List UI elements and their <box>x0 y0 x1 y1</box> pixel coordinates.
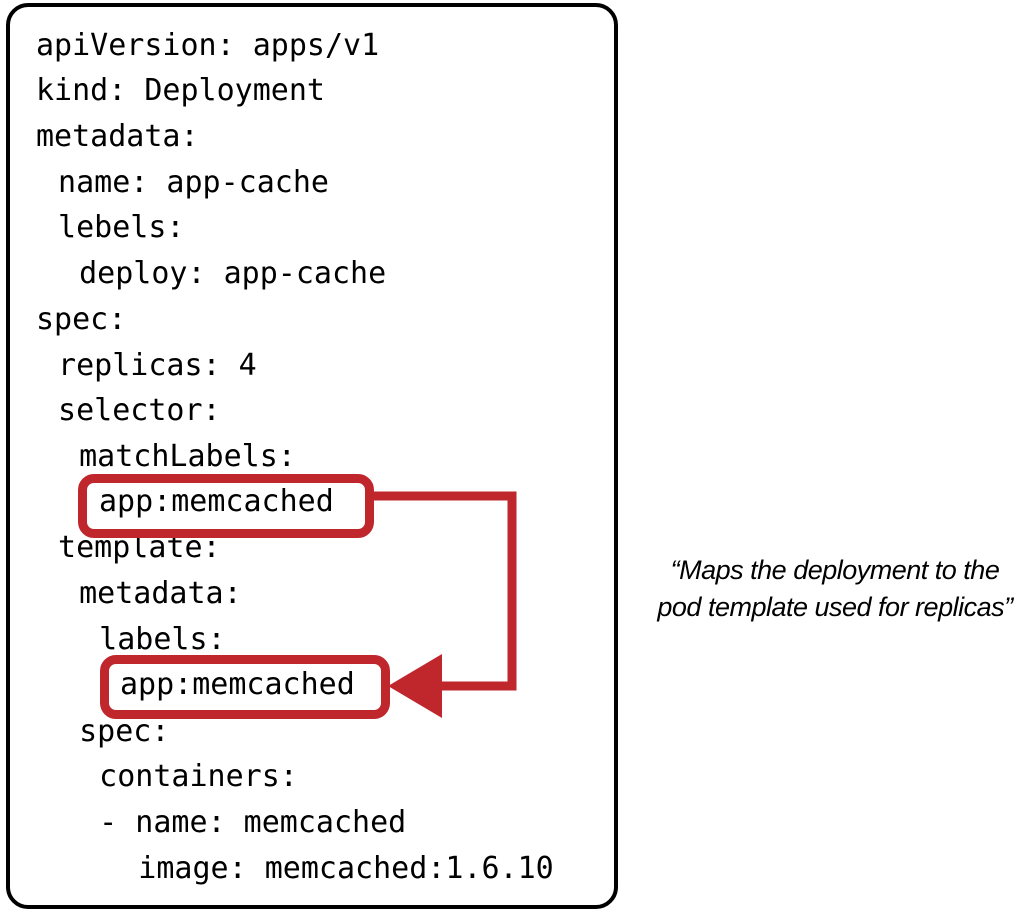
code-line-template-spec: spec: <box>43 714 170 749</box>
code-line-container-image: image: memcached:1.6.10 <box>48 851 554 886</box>
code-line-selector: selector: <box>40 393 221 428</box>
code-line-name: name: app-cache <box>40 165 329 200</box>
arrow-head <box>388 654 442 718</box>
code-line-metadata: metadata: <box>36 119 199 154</box>
code-line-lebels: lebels: <box>40 210 185 245</box>
code-line-deploy: deploy: app-cache <box>43 256 387 291</box>
code-panel <box>6 3 618 909</box>
code-line-matchlabels: matchLabels: <box>43 439 296 474</box>
selector-label-text: app:memcached <box>99 484 334 519</box>
code-line-kind: kind: Deployment <box>36 73 325 108</box>
code-line-containers: containers: <box>45 759 298 794</box>
template-label-highlight <box>100 655 390 719</box>
annotation-caption: “Maps the deployment to the pod template… <box>650 552 1019 626</box>
annotation-line-2: pod template used for replicas” <box>657 592 1013 622</box>
code-line-spec: spec: <box>36 302 127 337</box>
selector-label-highlight <box>78 474 374 538</box>
code-line-replicas: replicas: 4 <box>40 348 257 383</box>
code-line-template-metadata: metadata: <box>43 576 242 611</box>
arrow-connector-line <box>368 491 517 691</box>
template-label-text: app:memcached <box>120 667 355 702</box>
code-line-container-name: - name: memcached <box>45 805 407 840</box>
annotation-line-1: “Maps the deployment to the <box>670 555 1000 585</box>
code-line-labels: labels: <box>45 622 226 657</box>
code-line-apiversion: apiVersion: apps/v1 <box>36 28 380 63</box>
